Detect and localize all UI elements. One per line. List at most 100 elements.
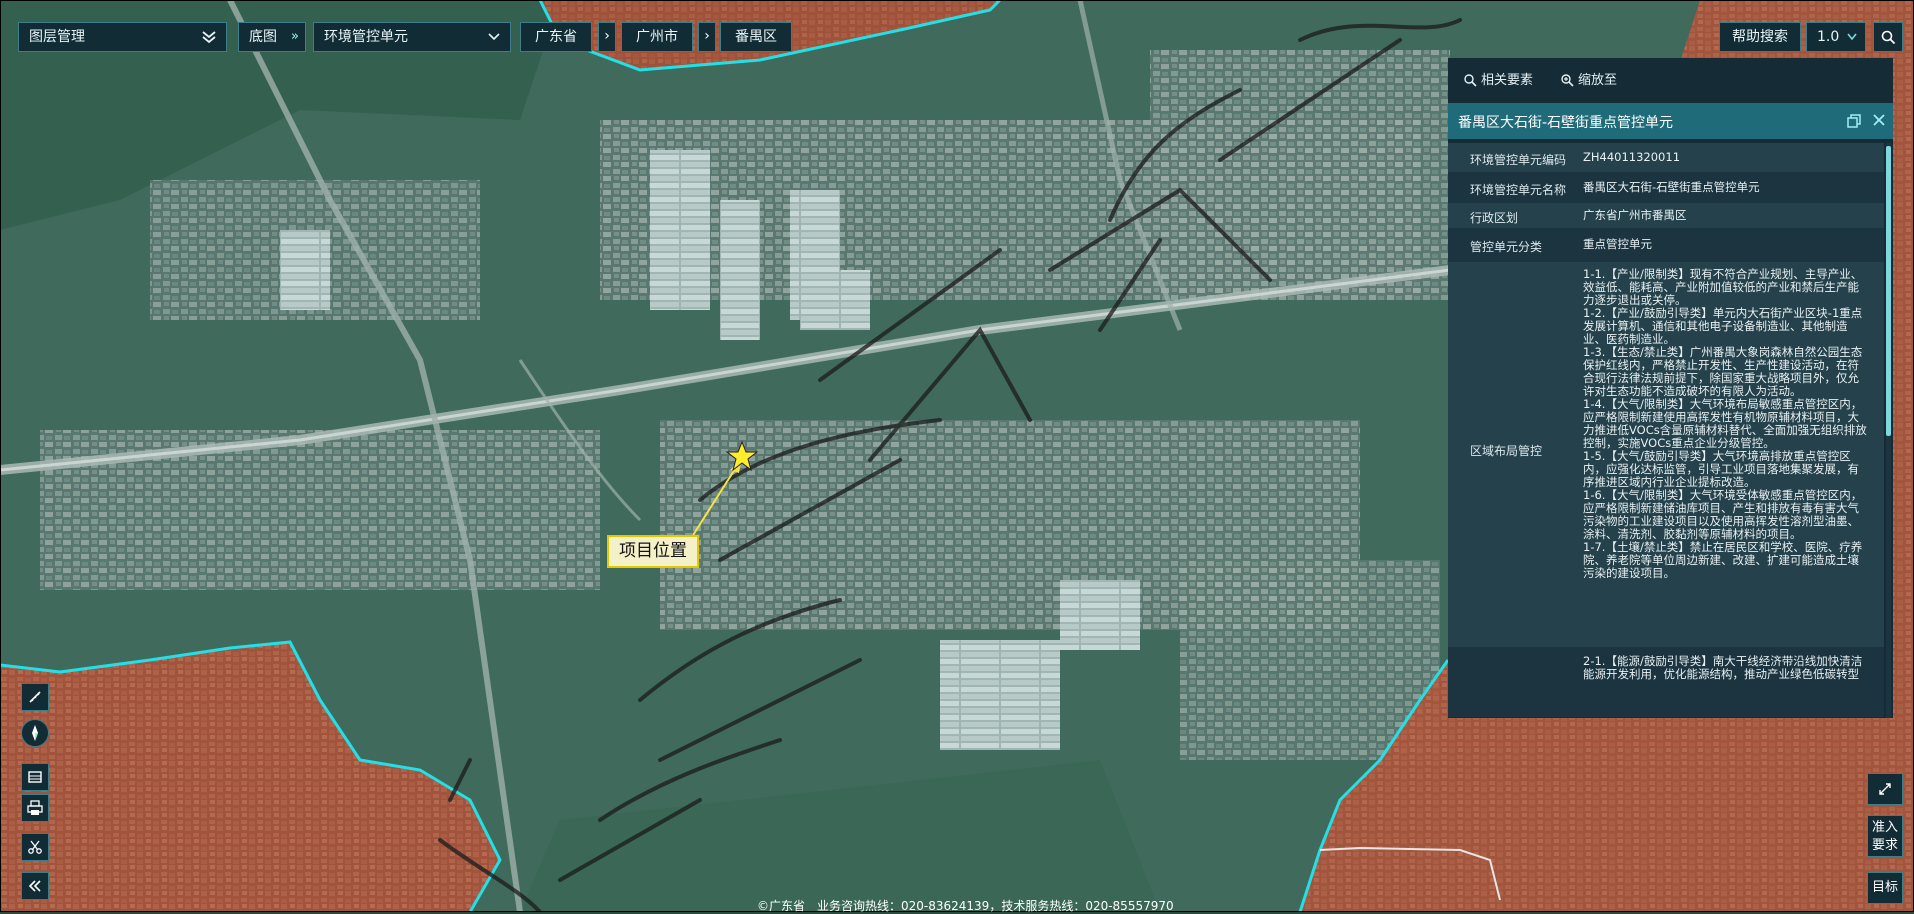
attr-value-line: 合现行法律法规前提下，除国家重大战略项目外，仅允 bbox=[1583, 371, 1859, 385]
basemap-label: 底图 bbox=[249, 29, 277, 45]
measure-tool-button[interactable] bbox=[21, 683, 49, 711]
layout-icon bbox=[28, 771, 42, 783]
layer-select-value: 环境管控单元 bbox=[324, 29, 408, 45]
target-button[interactable]: 目标 bbox=[1867, 872, 1903, 904]
attr-value: 重点管控单元 bbox=[1583, 237, 1652, 251]
attr-key: 环境管控单元编码 bbox=[1470, 153, 1567, 167]
compass-icon bbox=[32, 725, 38, 741]
breadcrumb-city-label: 广州市 bbox=[636, 29, 678, 45]
attr-value-line: 污染物的工业建设项目以及使用高挥发性溶剂型油墨、 bbox=[1583, 514, 1859, 528]
breadcrumb-province[interactable]: 广东省 bbox=[520, 22, 592, 52]
target-label: 目标 bbox=[1871, 880, 1898, 895]
restore-window-icon[interactable] bbox=[1846, 113, 1862, 129]
zoom-to-label: 缩放至 bbox=[1578, 73, 1618, 88]
help-search-label: 帮助搜索 bbox=[1732, 29, 1788, 45]
attr-value-line: 效益低、能耗高、产业附加值较低的产业和禁后生产能 bbox=[1583, 280, 1859, 294]
attr-value-line: 应严格限制新建使用高挥发性有机物原辅材料项目，大 bbox=[1583, 410, 1859, 424]
breadcrumb-city[interactable]: 广州市 bbox=[621, 22, 693, 52]
attr-value-line: 1-5.【大气/鼓励引导类】大气环境高排放重点管控区 bbox=[1583, 449, 1851, 463]
layer-select-dropdown[interactable]: 环境管控单元 bbox=[313, 22, 511, 52]
attr-value-line: 1-2.【产业/鼓励引导类】单元内大石街产业区块-1重点 bbox=[1583, 306, 1863, 320]
attr-value: 广东省广州市番禺区 bbox=[1583, 208, 1687, 222]
attr-value-line: 控制，实施VOCs重点企业分级管控。 bbox=[1583, 436, 1775, 450]
attr-value-line: 1-3.【生态/禁止类】广州番禺大象岗森林自然公园生态 bbox=[1583, 345, 1863, 359]
basemap-button[interactable]: 底图 » bbox=[238, 22, 306, 52]
related-features-label: 相关要素 bbox=[1481, 73, 1534, 88]
breadcrumb-district[interactable]: 番禺区 bbox=[720, 22, 792, 52]
panel-header: 番禺区大石街-石壁街重点管控单元 bbox=[1448, 103, 1893, 139]
attribute-table: 环境管控单元编码 ZH44011320011 环境管控单元名称 番禺区大石街-石… bbox=[1448, 143, 1884, 718]
table-row: 行政区划 广东省广州市番禺区 bbox=[1448, 203, 1884, 228]
attr-value-line: 1-4.【大气/限制类】大气环境布局敏感重点管控区内， bbox=[1583, 397, 1863, 411]
attr-key: 管控单元分类 bbox=[1470, 240, 1543, 254]
fullscreen-button[interactable] bbox=[1867, 773, 1903, 805]
attr-value-line: 内，应强化达标监管，引导工业项目落地集聚发展，有 bbox=[1583, 462, 1859, 476]
attr-value-line: 1-1.【产业/限制类】现有不符合产业规划、主导产业、 bbox=[1583, 267, 1863, 281]
double-chevron-left-icon bbox=[28, 880, 41, 892]
attr-key: 区域布局管控 bbox=[1470, 444, 1543, 458]
attr-value-line: 2-1.【能源/鼓励引导类】南大干线经济带沿线加快清洁 bbox=[1583, 654, 1863, 668]
feature-detail-panel: 相关要素 缩放至 番禺区大石街-石壁街重点管控单元 环境管控单元编码 ZH440… bbox=[1448, 58, 1893, 718]
panel-toolbar: 相关要素 缩放至 bbox=[1448, 58, 1893, 100]
help-search-button[interactable]: 帮助搜索 bbox=[1719, 22, 1801, 52]
clip-tool-button[interactable] bbox=[21, 833, 49, 861]
chevron-down-icon bbox=[1847, 33, 1857, 41]
project-location-label: 项目位置 bbox=[607, 535, 699, 568]
print-button[interactable] bbox=[21, 794, 49, 822]
access-requirements-button[interactable]: 准入 要求 bbox=[1867, 815, 1903, 857]
footer-contact: ©广东省 业务咨询热线：020-83624139，技术服务热线：020-8555… bbox=[757, 899, 1174, 913]
scissors-icon bbox=[28, 840, 42, 854]
attr-value: ZH44011320011 bbox=[1583, 150, 1681, 164]
attr-value-line: 应严格限制新建储油库项目、产生和排放有毒有害大气 bbox=[1583, 501, 1859, 515]
access-requirements-line1: 准入 bbox=[1871, 820, 1898, 835]
attr-value: 番禺区大石街-石壁街重点管控单元 bbox=[1583, 180, 1760, 194]
panel-title: 番禺区大石街-石壁街重点管控单元 bbox=[1458, 115, 1674, 131]
attr-value-line: 1-7.【土壤/禁止类】禁止在居民区和学校、医院、疗养 bbox=[1583, 540, 1863, 554]
table-row: 环境管控单元名称 番禺区大石街-石壁街重点管控单元 bbox=[1448, 172, 1884, 203]
table-row: 环境管控单元编码 ZH44011320011 bbox=[1448, 143, 1884, 172]
attr-value-line: 保护红线内，严格禁止开发性、生产性建设活动，在符 bbox=[1583, 358, 1859, 372]
attr-value-line: 许对生态功能不造成破坏的有限人为活动。 bbox=[1583, 384, 1802, 398]
attr-value-line: 院、养老院等单位周边新建、改建、扩建可能造成土壤 bbox=[1583, 553, 1859, 567]
attr-value-line: 能源开发利用，优化能源结构，推动产业绿色低碳转型 bbox=[1583, 667, 1859, 681]
attr-value: 2-1.【能源/鼓励引导类】南大干线经济带沿线加快清洁能源开发利用，优化能源结构… bbox=[1583, 655, 1873, 681]
close-icon[interactable] bbox=[1872, 113, 1886, 127]
table-row: 管控单元分类 重点管控单元 bbox=[1448, 228, 1884, 262]
layer-manager-button[interactable]: 图层管理 bbox=[18, 22, 227, 52]
attr-value-line: 污染的建设项目。 bbox=[1583, 566, 1675, 580]
attr-value-line: 力逐步退出或关停。 bbox=[1583, 293, 1687, 307]
breadcrumb-chevron-right-icon: › bbox=[598, 22, 616, 52]
zoom-to-button[interactable]: 缩放至 bbox=[1561, 69, 1617, 88]
search-button[interactable] bbox=[1873, 22, 1903, 52]
attr-key: 行政区划 bbox=[1470, 211, 1519, 225]
attr-value-line: 涂料、清洗剂、胶黏剂等原辅材料的项目。 bbox=[1583, 527, 1802, 541]
version-dropdown[interactable]: 1.0 bbox=[1806, 22, 1866, 52]
breadcrumb-district-label: 番禺区 bbox=[735, 29, 777, 45]
collapse-tools-button[interactable] bbox=[21, 872, 49, 900]
breadcrumb-province-label: 广东省 bbox=[535, 29, 577, 45]
layer-manager-label: 图层管理 bbox=[29, 29, 85, 45]
attr-value-line: 业、医药制造业。 bbox=[1583, 332, 1675, 346]
compass-button[interactable] bbox=[21, 719, 49, 747]
printer-icon bbox=[27, 800, 43, 815]
access-requirements-line2: 要求 bbox=[1871, 838, 1898, 853]
search-icon bbox=[1881, 30, 1896, 45]
panel-scrollbar-thumb[interactable] bbox=[1886, 146, 1891, 436]
attr-value-line: 发展计算机、通信和其他电子设备制造业、其他制造 bbox=[1583, 319, 1848, 333]
breadcrumb-chevron-right-icon: › bbox=[698, 22, 716, 52]
double-chevron-right-icon: » bbox=[291, 29, 299, 44]
attr-value: 1-1.【产业/限制类】现有不符合产业规划、主导产业、效益低、能耗高、产业附加值… bbox=[1583, 268, 1873, 580]
related-features-button[interactable]: 相关要素 bbox=[1464, 69, 1533, 88]
chevron-down-icon bbox=[488, 33, 500, 41]
expand-icon bbox=[1879, 783, 1891, 795]
zoom-in-icon bbox=[1561, 74, 1574, 87]
version-value: 1.0 bbox=[1817, 29, 1840, 45]
attr-value-line: 序推进区域内行业企业提标改造。 bbox=[1583, 475, 1756, 489]
attr-key: 环境管控单元名称 bbox=[1470, 183, 1567, 197]
double-chevron-down-icon bbox=[202, 31, 216, 44]
attr-value-line: 1-6.【大气/限制类】大气环境受体敏感重点管控区内， bbox=[1583, 488, 1863, 502]
table-row: 区域布局管控 1-1.【产业/限制类】现有不符合产业规划、主导产业、效益低、能耗… bbox=[1448, 262, 1884, 647]
print-layout-button[interactable] bbox=[21, 763, 49, 791]
attr-value-line: 力推进低VOCs含量原辅材料替代、全面加强无组织排放 bbox=[1583, 423, 1867, 437]
table-row: 2-1.【能源/鼓励引导类】南大干线经济带沿线加快清洁能源开发利用，优化能源结构… bbox=[1448, 647, 1884, 717]
